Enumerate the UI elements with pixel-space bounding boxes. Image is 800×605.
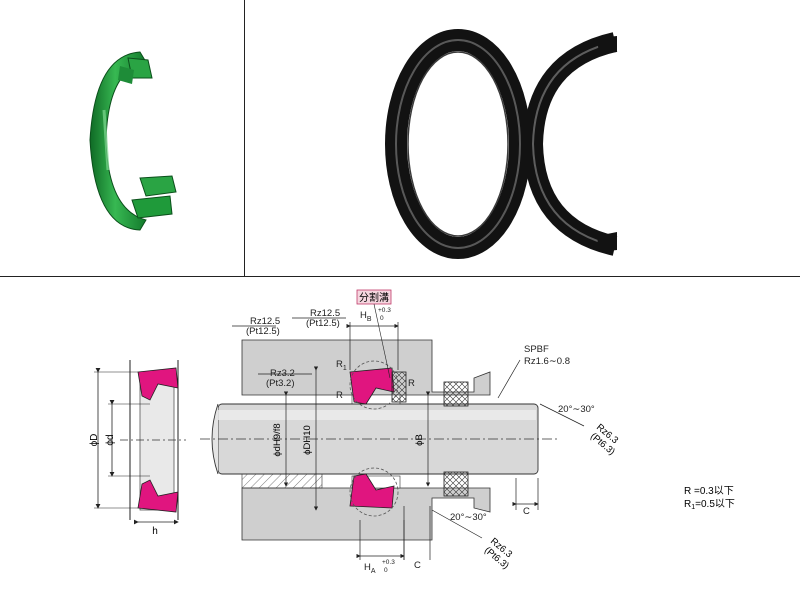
horizontal-divider (0, 276, 800, 277)
black-seal-image (385, 29, 618, 259)
phi-d-label: ϕd (105, 434, 116, 445)
shaft (200, 403, 560, 475)
phi-B-label: ϕB (414, 434, 425, 446)
rz125-b: Rz12.5 (310, 308, 340, 319)
h-label: h (152, 526, 158, 537)
rz16-08-label: Rz1.6∼0.8 (524, 356, 570, 367)
r-left-label: R (336, 390, 343, 401)
ha-tol-bot: 0 (384, 567, 388, 574)
technical-drawing-panel: ϕD ϕd h (0, 277, 800, 600)
rz32-label: Rz3.2 (270, 368, 295, 379)
pt125-a: (Pt12.5) (246, 326, 280, 337)
note-r1-sub: 1 (691, 504, 695, 511)
r-right-label: R (408, 378, 415, 389)
note-r1: R1=0.5以下 (684, 499, 735, 511)
ha-tol-top: +0.3 (382, 559, 395, 566)
technical-drawing: ϕD ϕd h (89, 289, 735, 575)
rz125-a: Rz12.5 (250, 316, 280, 327)
pt125-b: (Pt12.5) (306, 318, 340, 329)
spbf-label: SPBF (524, 344, 549, 355)
phi-dh9f8-label: ϕdH9/f8 (272, 423, 283, 456)
r1-sub: 1 (343, 365, 347, 372)
phi-DH10-label: ϕDH10 (302, 425, 313, 455)
c-bottom-label: C (414, 560, 421, 571)
hb-tol-bot: 0 (380, 315, 384, 322)
guide-ring-bottom (443, 471, 469, 497)
guide-ring-top (443, 381, 469, 407)
green-seal-image (89, 51, 177, 231)
r1-main: R (336, 359, 343, 370)
vertical-divider (244, 0, 245, 276)
r1-label: R1 (336, 359, 347, 372)
note-r: R =0.3以下 (684, 486, 734, 497)
phi-D-label: ϕD (89, 434, 100, 447)
hb-main: H (360, 310, 367, 321)
note-r1-main: R (684, 499, 691, 510)
split-groove-label: 分割溝 (359, 291, 389, 304)
angle-top-label: 20°∼30° (558, 404, 595, 415)
hb-label: HB (360, 310, 372, 323)
green-seal-photo-panel (0, 0, 244, 276)
hb-tol-top: +0.3 (378, 307, 391, 314)
ha-label: HA (364, 562, 376, 575)
black-seal-photo-panel (245, 0, 800, 276)
ha-sub: A (371, 568, 376, 575)
angle-bottom-label: 20°∼30° (450, 512, 487, 523)
ha-main: H (364, 562, 371, 573)
hb-sub: B (367, 316, 372, 323)
seal-section-small: ϕD ϕd h (89, 360, 186, 537)
pt32-label: (Pt3.2) (266, 378, 295, 389)
note-r1-rest: =0.5以下 (695, 499, 735, 510)
seal-profile-bottom (349, 467, 399, 517)
seal-profile-top (349, 360, 407, 410)
c-right-label: C (523, 506, 530, 517)
